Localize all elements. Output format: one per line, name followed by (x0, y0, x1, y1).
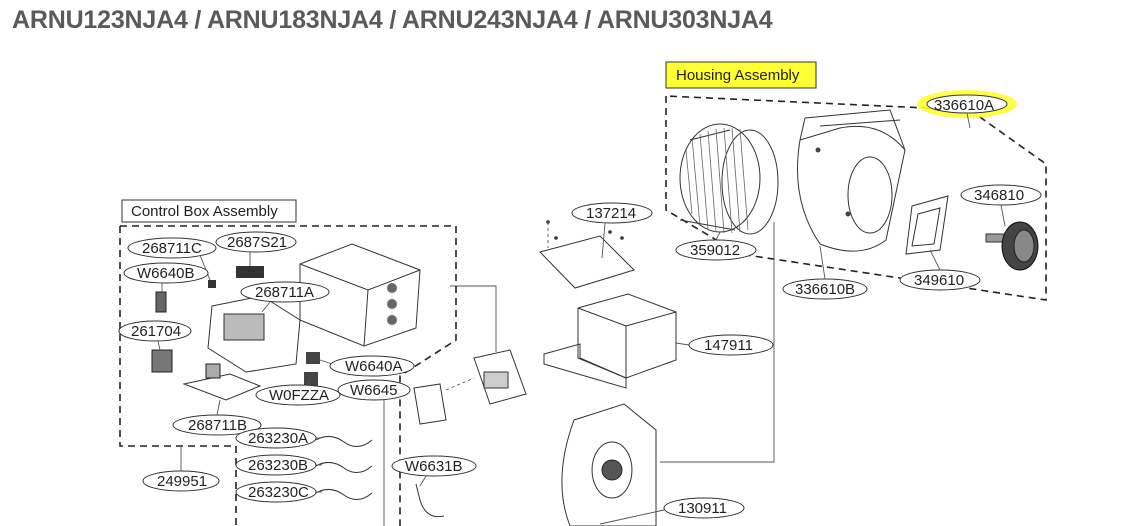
part-number: 359012 (690, 242, 740, 259)
callout-130911: 130911 (599, 497, 745, 525)
callout-249951: 249951 (142, 446, 220, 492)
motor-part (985, 221, 1039, 271)
part-number: 130911 (678, 500, 727, 517)
part-number: 263230B (248, 457, 308, 474)
callout-W6640A: W6640A (319, 355, 415, 377)
callout-349610: 349610 (899, 249, 981, 291)
housing-assembly-label: Housing Assembly (676, 67, 800, 84)
terminal-part (236, 266, 264, 278)
part-number: 336610B (795, 281, 855, 298)
callout-268711A: 268711A (240, 281, 330, 313)
part-number: 137214 (586, 205, 636, 222)
callout-263230A: 263230A (235, 427, 322, 449)
callout-268711C: 268711C (127, 237, 217, 281)
housing-assembly-label-box (665, 61, 817, 89)
control-box-label-box (121, 199, 297, 223)
page-title: ARNU123NJA4 / ARNU183NJA4 / ARNU243NJA4 … (12, 6, 773, 34)
callout-W6631B: W6631B (391, 455, 477, 487)
pcb-module-part (413, 349, 527, 425)
callout-147911: 147911 (675, 334, 774, 356)
small-component (208, 280, 216, 288)
callout-2687S21: 2687S21 (215, 231, 297, 266)
part-number: 268711B (188, 417, 247, 434)
terminal-block (306, 352, 320, 364)
cover-plate-part (539, 220, 635, 289)
control-box-leader (450, 285, 497, 352)
part-number: W0FZZA (269, 387, 329, 404)
part-number: 336610A (934, 97, 994, 114)
part-number: 2687S21 (227, 234, 287, 251)
part-number: 261704 (131, 323, 181, 340)
control-box-boundary (120, 225, 457, 526)
control-box-assembly-label: Control Box Assembly (131, 203, 278, 220)
drain-pan-part (543, 293, 677, 389)
connector-part (155, 291, 167, 313)
callout-261704: 261704 (118, 320, 192, 351)
callout-W6640B: W6640B (123, 262, 209, 292)
callout-346810: 346810 (960, 184, 1042, 227)
part-number: 346810 (974, 187, 1024, 204)
callout-263230B: 263230B (235, 454, 322, 476)
part-number: 349610 (914, 272, 964, 289)
part-number: W6640B (137, 265, 195, 282)
control-box-boundary-left (119, 226, 237, 526)
part-number: 147911 (704, 337, 753, 354)
callout-268711B: 268711B (172, 399, 262, 436)
housing-assembly-group: Housing Assembly (665, 61, 1047, 301)
callout-W0FZZA: W0FZZA (255, 377, 341, 406)
control-box-assembly-group: Control Box Assembly 268711C (118, 199, 477, 526)
sub-pcb-part (182, 373, 262, 401)
callout-336610B: 336610B (782, 245, 868, 300)
main-pcb-part (207, 295, 301, 373)
part-number: 263230C (248, 484, 309, 501)
callout-336610A: 336610A (917, 90, 1017, 129)
callout-263230C: 263230C (235, 481, 322, 503)
part-number: W6640A (345, 358, 403, 375)
fan-wheel-part (679, 123, 779, 235)
callout-359012: 359012 (675, 231, 757, 261)
part-number: 263230A (248, 430, 308, 447)
part-number: 268711C (142, 240, 202, 257)
terminal-block-2 (304, 372, 318, 386)
blower-housing-part (561, 403, 657, 526)
scroll-housing-part (797, 109, 906, 252)
control-box-frame-part (299, 243, 421, 347)
callout-W6645: W6645 (337, 379, 411, 526)
motor-bracket-part (905, 195, 949, 255)
transformer-part (151, 349, 173, 373)
part-number: 249951 (157, 473, 207, 490)
part-number: 268711A (255, 284, 314, 301)
callout-137214: 137214 (571, 202, 653, 259)
housing-leader (660, 222, 775, 463)
part-number: W6645 (350, 382, 398, 399)
part-number: W6631B (405, 458, 463, 475)
